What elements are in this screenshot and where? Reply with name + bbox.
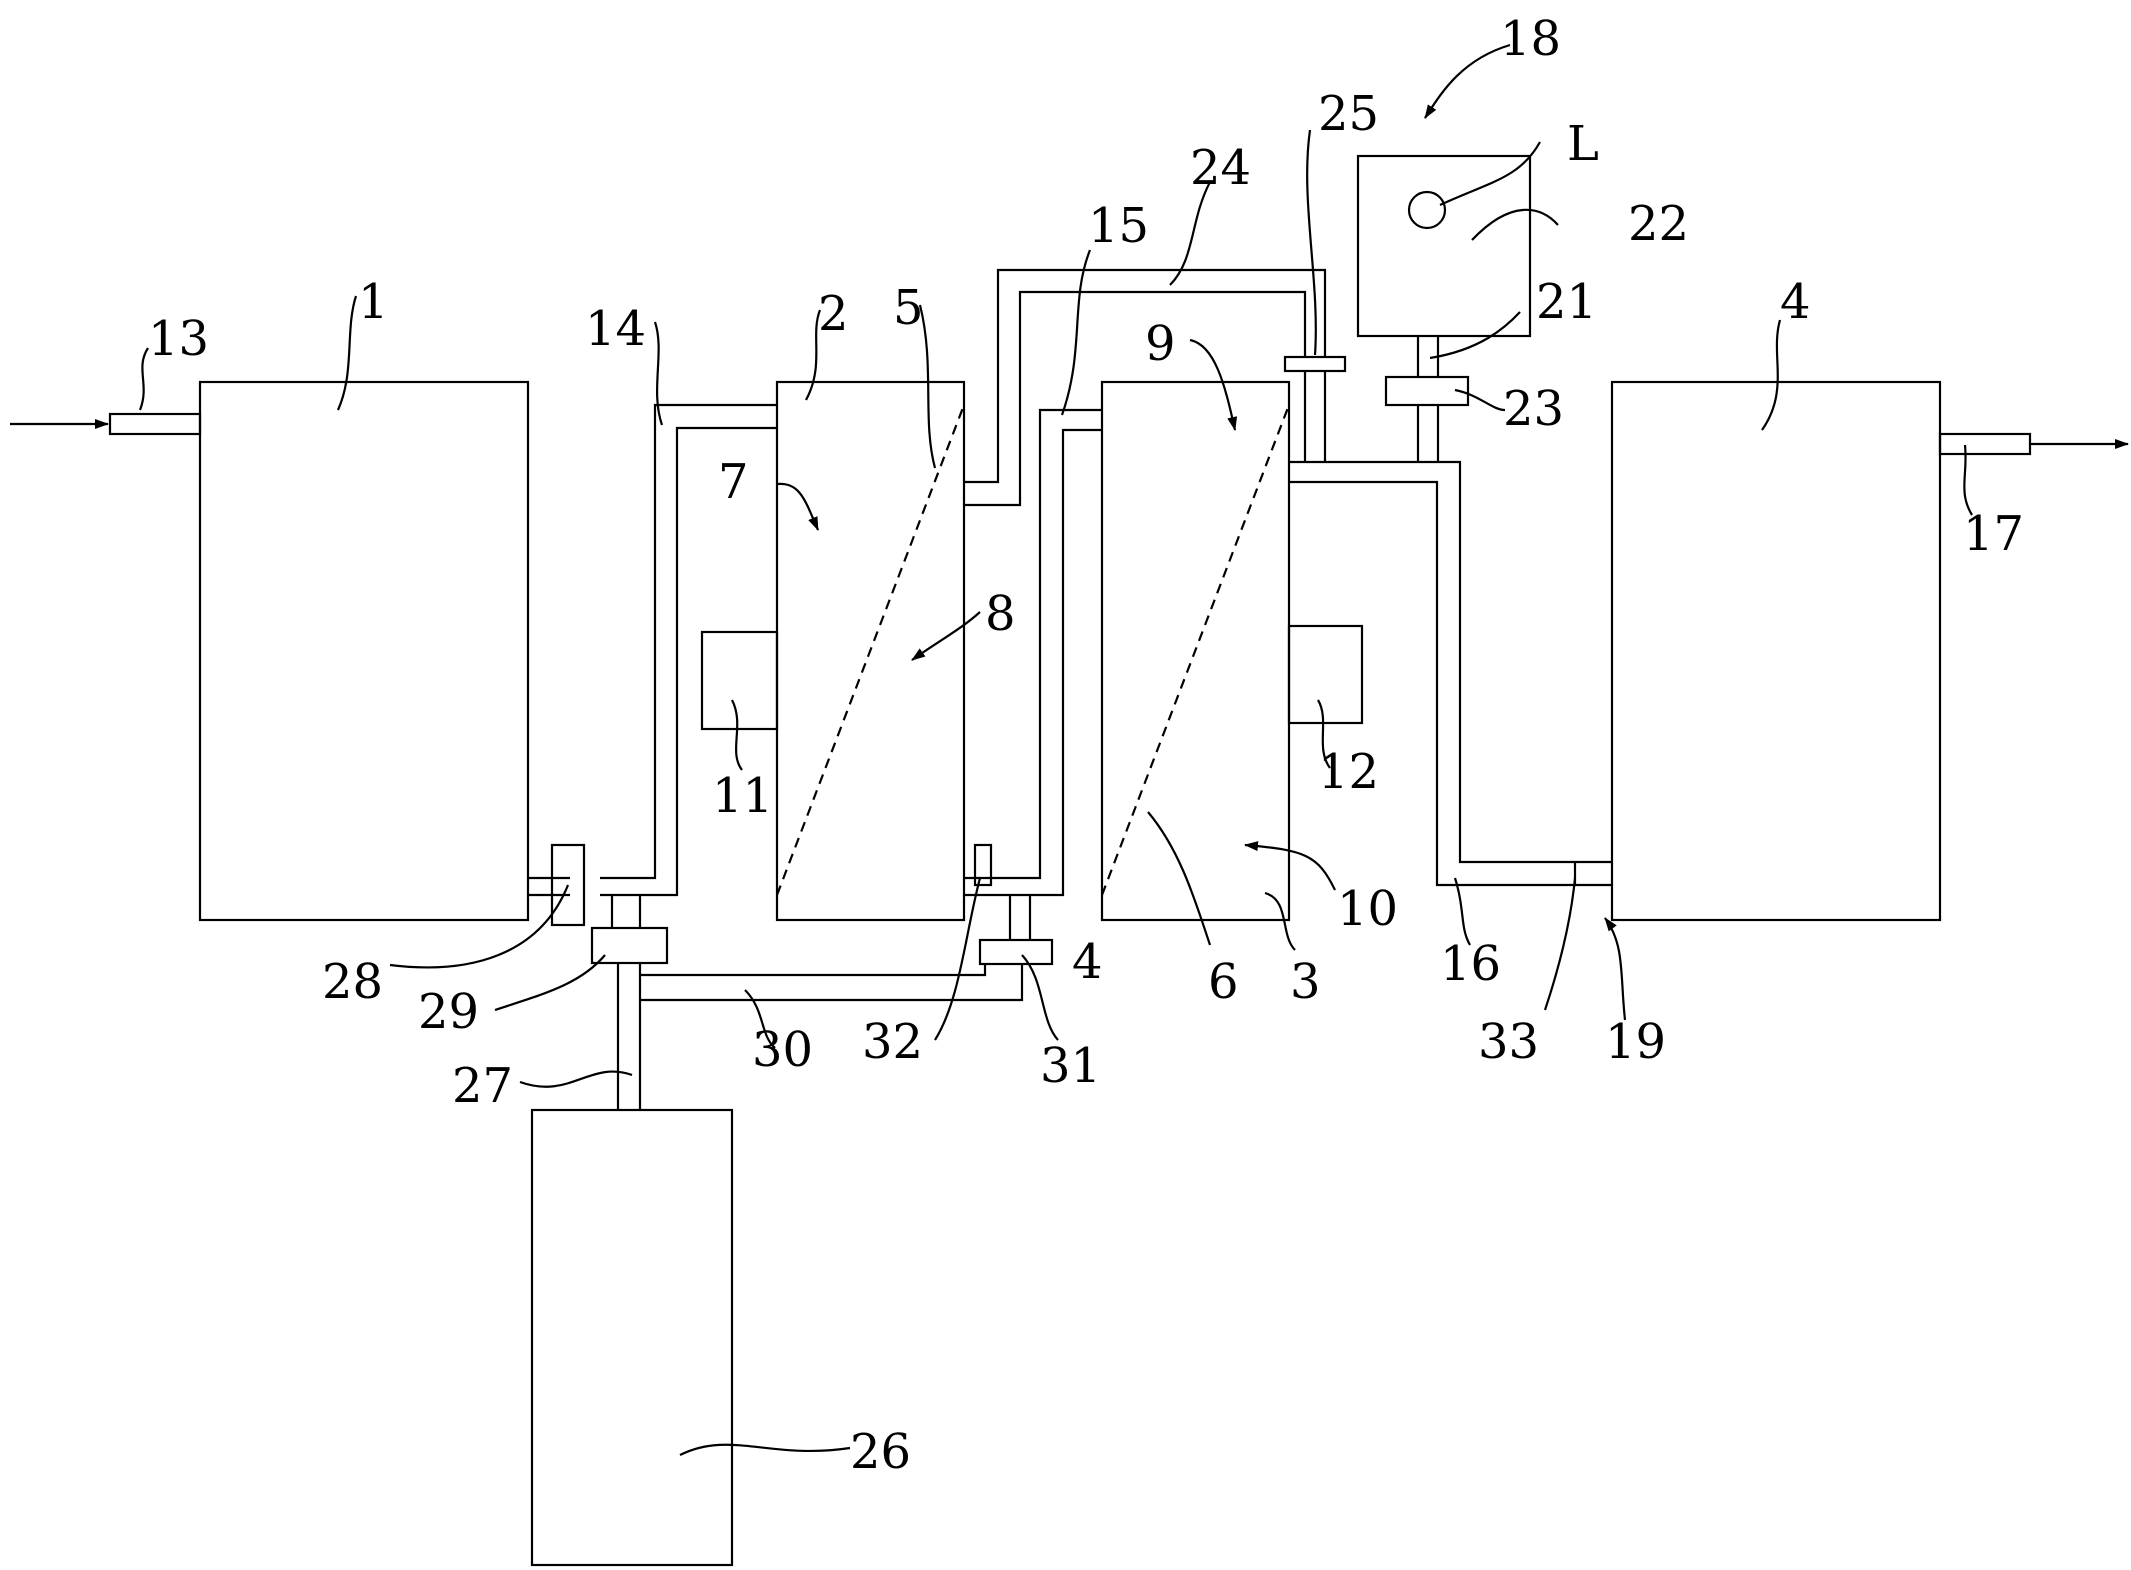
label-24: 24: [1190, 140, 1251, 196]
leader-7: [776, 482, 820, 531]
leader-1: [336, 295, 358, 411]
label-9: 9: [1145, 316, 1176, 372]
leader-24: [1169, 181, 1211, 286]
membrane-6: [1100, 404, 1291, 896]
leader-2: [805, 309, 822, 401]
pipe-29-branch: [610, 895, 642, 928]
label-18: 18: [1500, 11, 1561, 67]
leader-22: [1471, 208, 1559, 241]
leader-30: [744, 989, 776, 1049]
leader-19: [1604, 917, 1627, 1021]
indicator-L: [1407, 190, 1447, 230]
leader-4: [1761, 319, 1782, 431]
label-22: 22: [1628, 196, 1689, 252]
valve-23: [1384, 375, 1470, 407]
label-13: 13: [148, 311, 209, 367]
leader-11: [731, 699, 743, 771]
outlet-pipe-17: [1938, 432, 2032, 456]
leader-21: [1429, 311, 1521, 360]
leader-L: [1439, 141, 1541, 206]
label-11: 11: [712, 768, 773, 824]
leader-32: [934, 877, 982, 1041]
membrane-5: [775, 404, 966, 896]
inlet-pipe-13: [108, 412, 202, 436]
label-6: 6: [1208, 954, 1239, 1010]
label-32: 32: [862, 1014, 923, 1070]
label-8: 8: [985, 586, 1016, 642]
valve-31: [978, 938, 1054, 966]
label-28: 28: [322, 954, 383, 1010]
label-31: 31: [1040, 1038, 1101, 1094]
label-15: 15: [1088, 198, 1149, 254]
tank-1: [198, 380, 530, 922]
box-22: [1356, 154, 1532, 338]
label-14: 14: [585, 301, 646, 357]
label-1: 1: [358, 274, 389, 330]
label-4b: 4: [1072, 934, 1103, 990]
connector-25: [1283, 355, 1347, 373]
label-2: 2: [818, 286, 849, 342]
label-7: 7: [718, 454, 749, 510]
label-L: L: [1567, 116, 1599, 172]
leader-8: [911, 611, 981, 661]
tank-26: [530, 1108, 734, 1567]
label-30: 30: [752, 1022, 813, 1078]
box-12: [1287, 624, 1364, 725]
valve-32: [973, 843, 993, 887]
leader-9: [1189, 338, 1238, 431]
leader-16: [1453, 877, 1471, 946]
label-10: 10: [1337, 881, 1398, 937]
leader-27: [519, 1070, 633, 1088]
pipe-24: [964, 268, 1327, 507]
label-29: 29: [418, 984, 479, 1040]
pipe-30: [640, 963, 1024, 1002]
box-11: [700, 630, 779, 731]
label-5: 5: [893, 280, 924, 336]
leader-23: [1454, 388, 1506, 412]
label-23: 23: [1503, 381, 1564, 437]
leader-17: [1963, 444, 1973, 516]
leader-31: [1021, 954, 1059, 1041]
leader-12: [1317, 699, 1331, 769]
leader-33: [1543, 877, 1577, 1011]
label-4: 4: [1780, 274, 1811, 330]
label-33: 33: [1478, 1014, 1539, 1070]
pipe-14: [528, 403, 777, 897]
leader-10: [1244, 841, 1336, 891]
pipe-25-drop: [1303, 371, 1327, 462]
label-21: 21: [1536, 274, 1597, 330]
pipe-31-riser: [1008, 895, 1032, 940]
pipe-15: [964, 408, 1102, 897]
valve-29: [590, 926, 669, 965]
leader-29: [494, 954, 606, 1012]
leader-3: [1264, 891, 1296, 951]
label-12: 12: [1318, 744, 1379, 800]
label-3: 3: [1290, 954, 1321, 1010]
label-27: 27: [452, 1058, 513, 1114]
label-19: 19: [1605, 1014, 1666, 1070]
leader-5: [918, 304, 937, 469]
label-26: 26: [850, 1424, 911, 1480]
leader-25: [1306, 129, 1317, 356]
leader-15: [1060, 249, 1092, 416]
leader-6: [1147, 811, 1212, 946]
label-25: 25: [1318, 86, 1379, 142]
valve-28: [550, 843, 586, 927]
leader-14: [653, 321, 664, 426]
label-16: 16: [1440, 936, 1501, 992]
pipe-27: [616, 963, 642, 1110]
leader-13: [138, 347, 149, 411]
label-17: 17: [1963, 506, 2024, 562]
leader-26: [679, 1443, 851, 1456]
tank-4: [1610, 380, 1942, 922]
pipe-21: [1416, 336, 1440, 462]
leader-28: [389, 884, 570, 969]
leader-18: [1424, 43, 1511, 119]
pipe-16: [1289, 460, 1612, 887]
